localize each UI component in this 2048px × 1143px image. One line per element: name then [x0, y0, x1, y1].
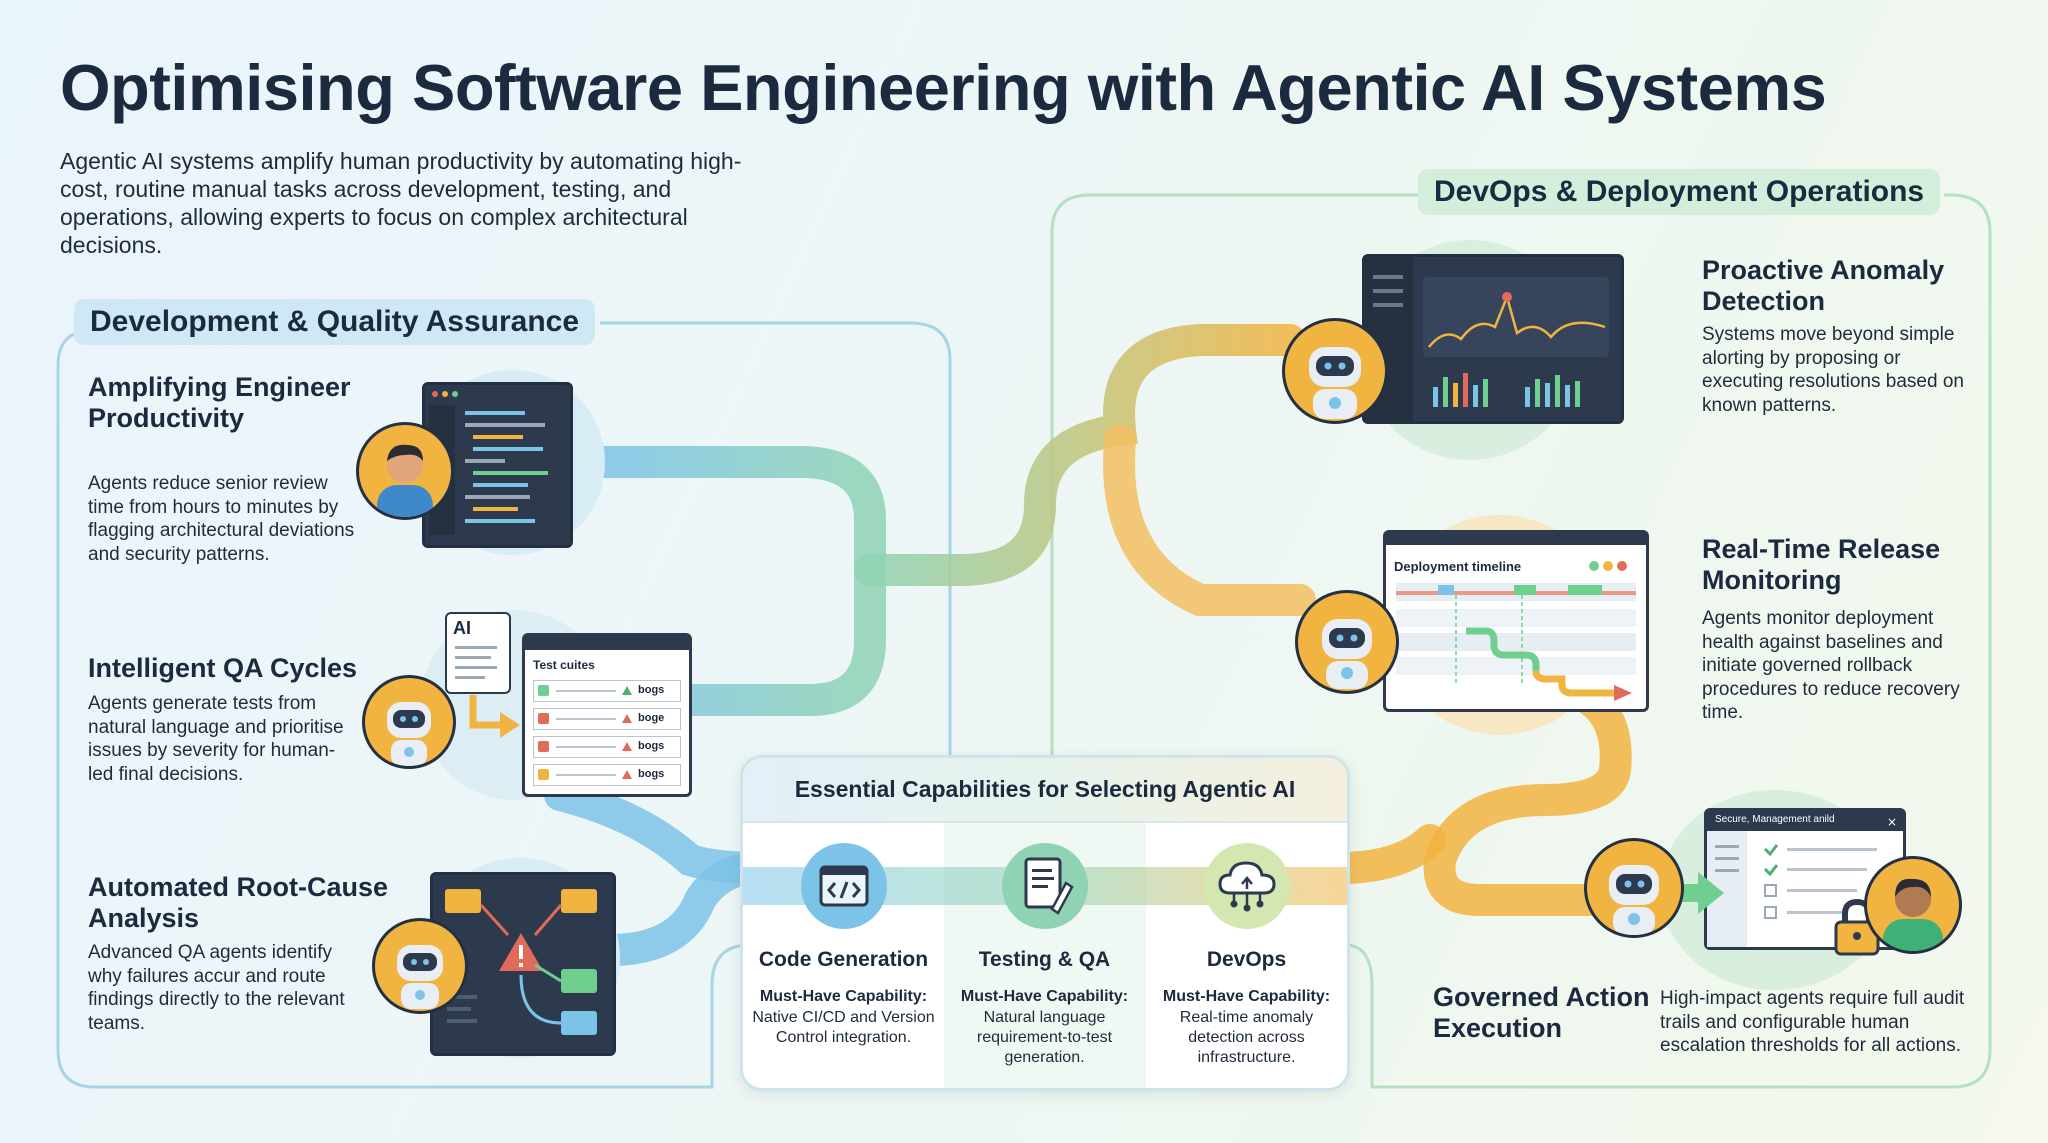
arrow-right-icon	[469, 695, 520, 738]
feature-title-release: Real-Time Release Monitoring	[1702, 534, 1941, 595]
capability-must-label: Must-Have Capability:	[1162, 988, 1331, 1005]
engineer-icon	[377, 444, 433, 517]
robot-icon	[397, 945, 443, 1009]
test-row: bogs	[533, 680, 681, 702]
feature-desc-productivity: Agents reduce senior review time from ho…	[88, 473, 355, 565]
test-suite-titlebar	[525, 636, 689, 650]
severity-triangle-icon	[622, 686, 632, 695]
document-pen-icon	[1024, 857, 1074, 915]
capability-devops: DevOps Must-Have Capability: Real-time a…	[1146, 823, 1347, 1088]
capability-name: Testing & QA	[978, 948, 1111, 971]
test-row: bogs	[533, 736, 681, 758]
governance-checklist-icon: ×	[1707, 815, 1897, 947]
release-robot-avatar	[1295, 590, 1399, 694]
test-suite-list: bogs boge bogs bogs	[533, 680, 681, 786]
capability-must-label: Must-Have Capability:	[960, 988, 1129, 1005]
devops-icon-wrap	[1204, 843, 1290, 929]
anomaly-dashboard-panel	[1362, 254, 1624, 424]
flow-dev-qa	[544, 779, 776, 884]
page-intro: Agentic AI systems amplify human product…	[60, 148, 742, 258]
timeline-gantt-icon	[1396, 561, 1636, 701]
test-suite-title: Test cuites	[533, 658, 595, 672]
dev-section-tag: Development & Quality Assurance	[74, 299, 596, 345]
engineer-avatar	[356, 422, 454, 520]
robot-icon	[387, 702, 431, 766]
page-title: Optimising Software Engineering with Age…	[60, 51, 1827, 124]
capability-desc: Natural language requirement-to-test gen…	[976, 1009, 1113, 1066]
capability-desc: Real-time anomaly detection across infra…	[1179, 1009, 1314, 1066]
feature-desc-anomaly: Systems move beyond simple alorting by p…	[1702, 324, 1964, 416]
feature-desc-qa: Agents generate tests from natural langu…	[88, 693, 344, 785]
feature-title-qa: Intelligent QA Cycles	[88, 653, 358, 683]
feature-desc-release: Agents monitor deployment health against…	[1702, 608, 1960, 723]
ai-document-label: AI	[453, 618, 471, 638]
severity-triangle-icon	[622, 714, 632, 723]
capability-must-label: Must-Have Capability:	[759, 988, 928, 1005]
capabilities-header	[743, 758, 1347, 823]
deployment-timeline-panel: Deployment timeline	[1383, 530, 1649, 712]
status-square-icon	[538, 769, 549, 780]
test-suite-panel: Test cuites bogs boge bogs bogs	[522, 633, 692, 797]
feature-title-productivity: Amplifying Engineer Productivity	[88, 372, 351, 433]
root-cause-graph-icon	[445, 889, 597, 1035]
anomaly-chart-icon	[1365, 257, 1609, 421]
robot-icon	[1609, 865, 1659, 935]
capability-code-generation: Code Generation Must-Have Capability: Na…	[743, 823, 944, 1088]
robot-icon	[1322, 619, 1372, 689]
anomaly-robot-avatar	[1282, 318, 1388, 424]
governance-title: Secure, Management anild	[1715, 814, 1835, 825]
status-square-icon	[538, 741, 549, 752]
ops-section-outline	[1050, 193, 1418, 755]
feature-desc-governed: High-impact agents require full audit tr…	[1660, 988, 1965, 1056]
severity-triangle-icon	[622, 742, 632, 751]
feature-title-anomaly: Proactive Anomaly Detection	[1702, 255, 1945, 316]
flow-ops-release	[1103, 424, 1316, 616]
capabilities-box: Essential Capabilities for Selecting Age…	[740, 755, 1350, 1091]
capability-name: DevOps	[1206, 948, 1287, 971]
status-square-icon	[538, 713, 549, 724]
governed-robot-avatar	[1584, 838, 1684, 938]
timeline-titlebar	[1386, 533, 1646, 545]
person-icon	[1883, 878, 1943, 951]
robot-icon	[1309, 347, 1361, 419]
capability-testing-qa: Testing & QA Must-Have Capability: Natur…	[944, 823, 1145, 1088]
flow-ops-governed	[1423, 684, 1636, 916]
cloud-network-icon	[1218, 861, 1276, 912]
capabilities-title: Essential Capabilities for Selecting Age…	[794, 776, 1296, 802]
ops-section-tag: DevOps & Deployment Operations	[1418, 169, 1941, 215]
document-lines-icon	[455, 646, 497, 679]
governance-titlebar	[1707, 811, 1903, 831]
ops-section-outline-right	[1344, 193, 1992, 1089]
capability-desc: Native CI/CD and Version Control integra…	[752, 1009, 935, 1046]
root-cause-robot-avatar	[372, 918, 468, 1014]
timeline-title: Deployment timeline	[1394, 559, 1522, 574]
qa-robot-avatar	[362, 675, 456, 769]
capability-name: Code Generation	[758, 948, 929, 971]
status-square-icon	[538, 685, 549, 696]
code-generation-icon-wrap	[801, 843, 887, 929]
test-row: bogs	[533, 764, 681, 786]
ai-document: AI	[445, 612, 511, 694]
feature-title-governed: Governed Action Execution	[1433, 982, 1650, 1043]
flow-bridge	[854, 324, 1306, 586]
severity-triangle-icon	[622, 770, 632, 779]
human-reviewer-avatar	[1864, 856, 1962, 954]
code-brackets-icon	[819, 865, 869, 907]
testing-qa-icon-wrap	[1002, 843, 1088, 929]
dev-section-outline	[56, 328, 751, 1089]
svg-text:×: ×	[1887, 815, 1897, 829]
test-row: boge	[533, 708, 681, 730]
dev-section-outline-right	[600, 321, 952, 755]
feature-title-root-cause: Automated Root-Cause Analysis	[88, 872, 389, 933]
feature-desc-root-cause: Advanced QA agents identify why failures…	[88, 942, 345, 1034]
